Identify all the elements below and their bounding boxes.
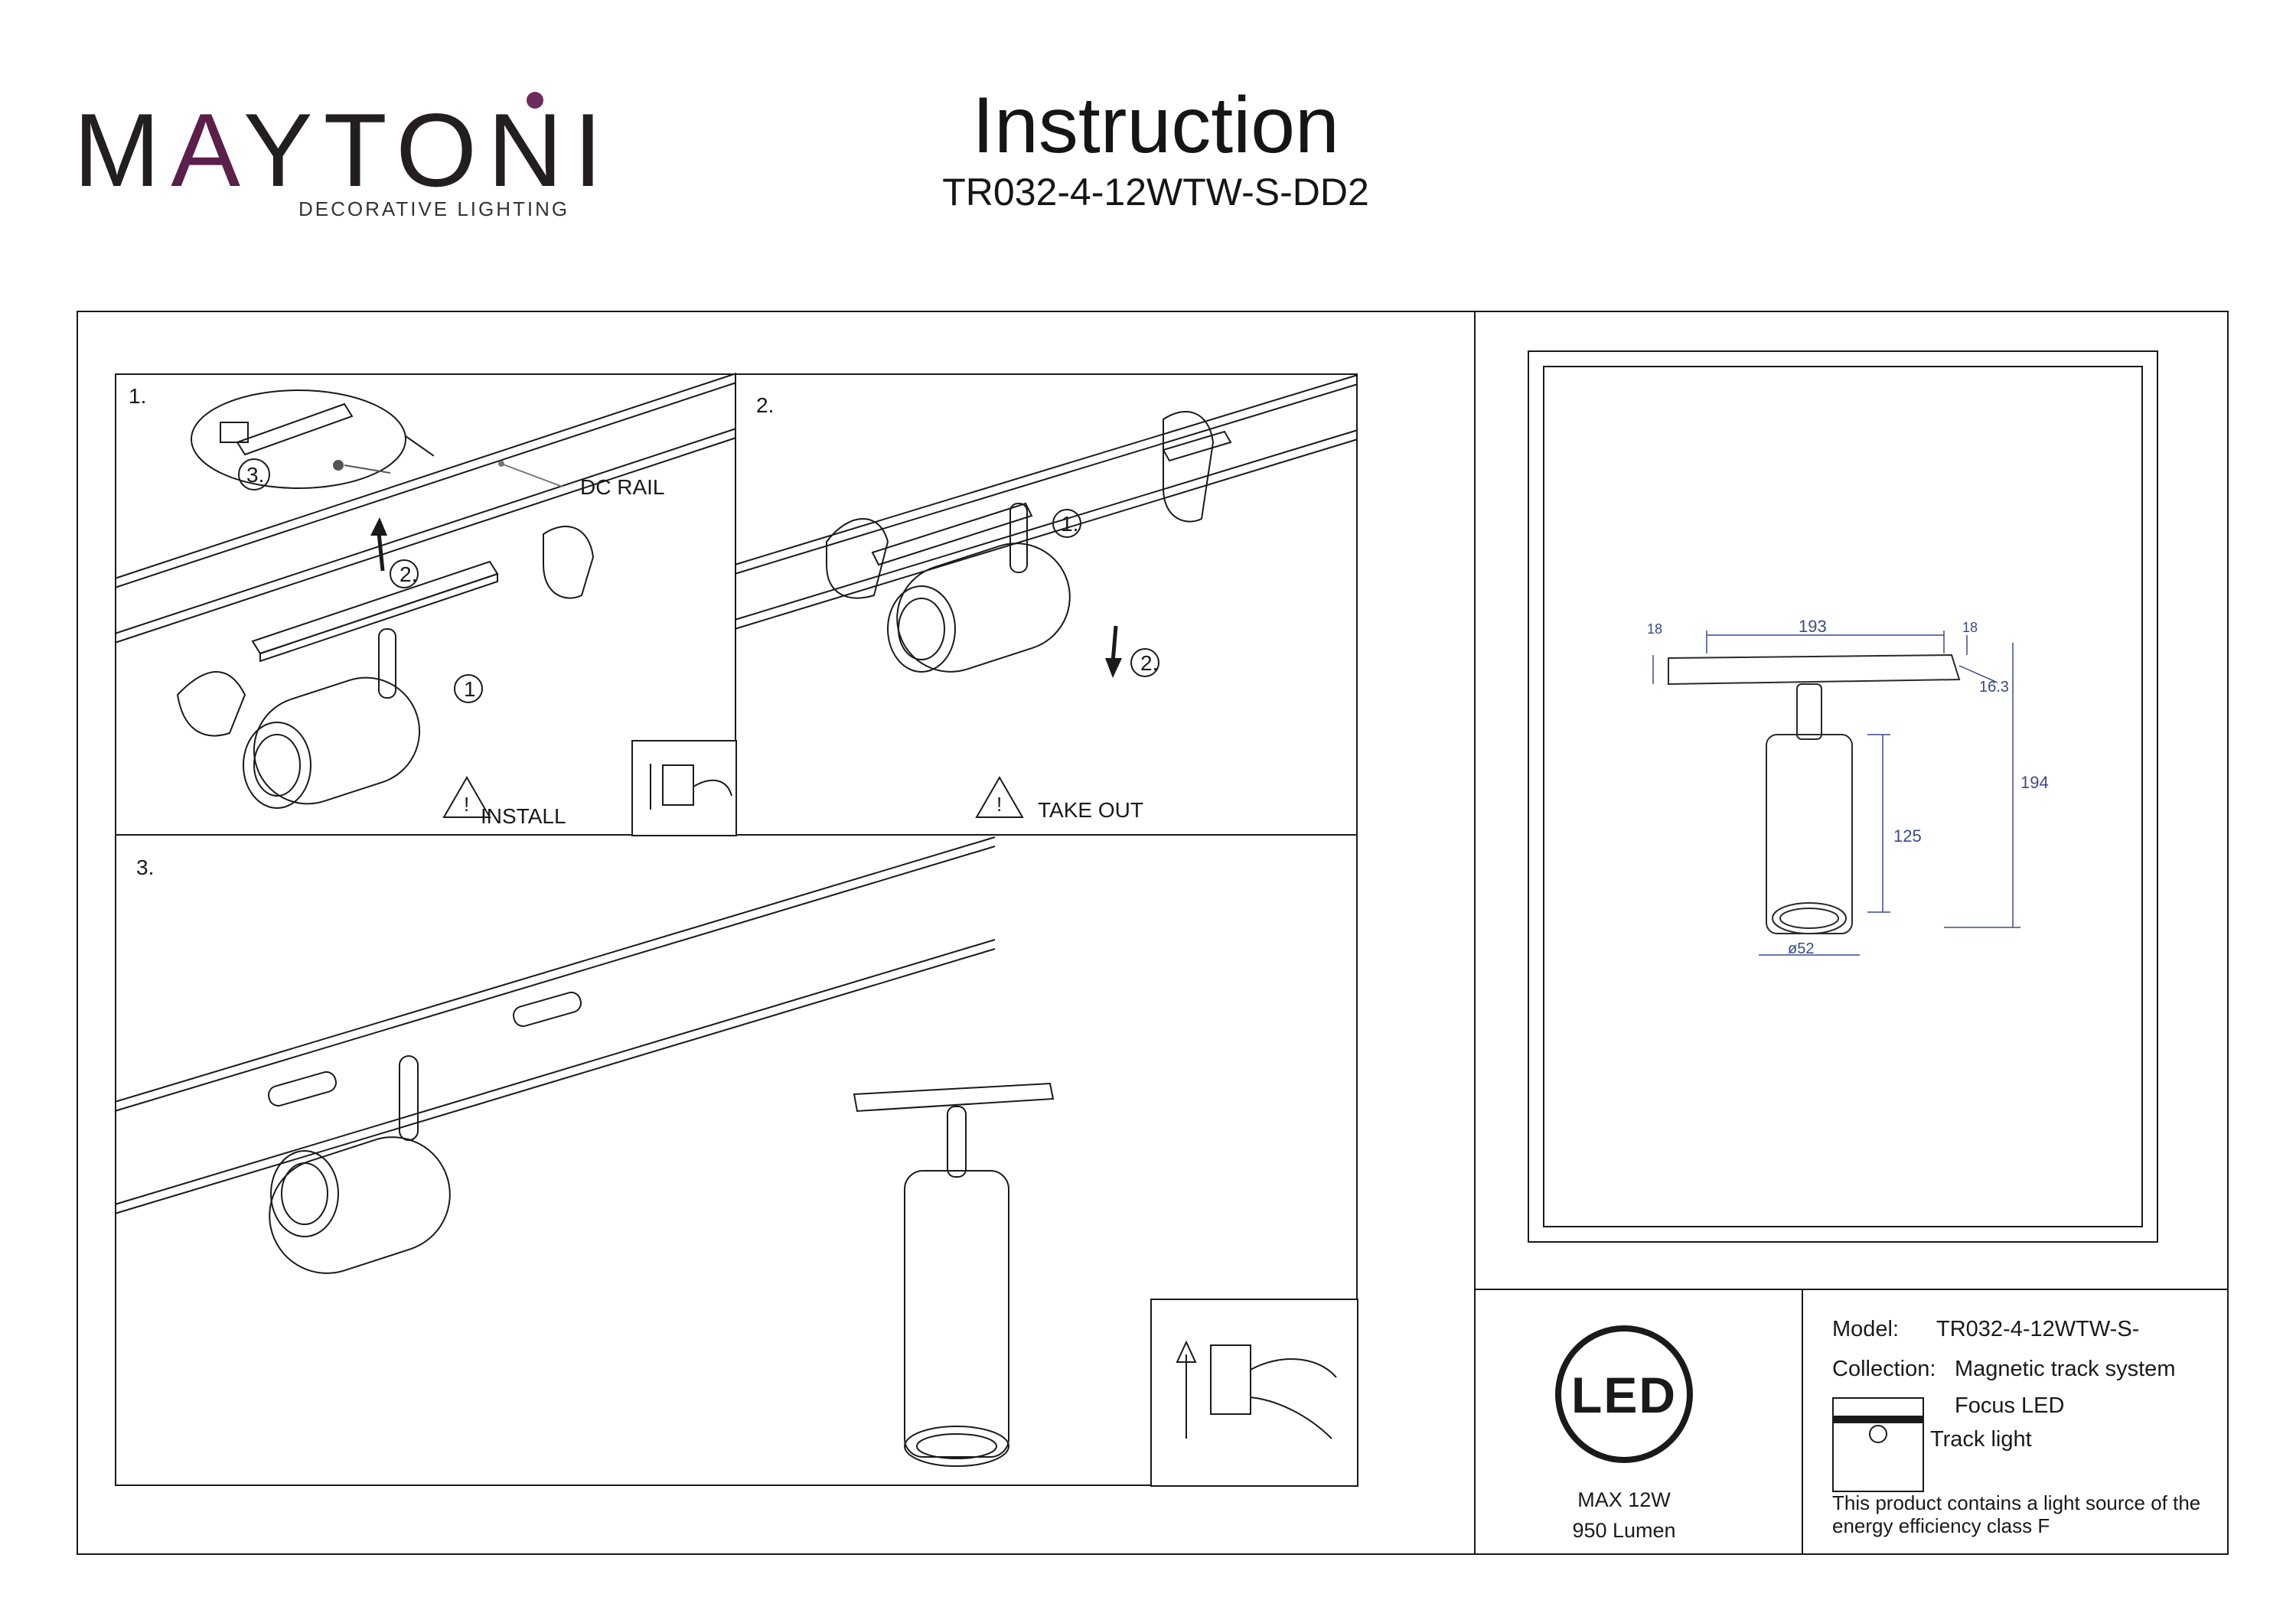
- dimension-outer-frame: [1528, 350, 2158, 1243]
- brand-letter: M: [73, 92, 171, 208]
- energy-note-line-2: energy efficiency class F: [1832, 1514, 2050, 1537]
- power-switch-off-icon: [631, 740, 737, 836]
- brand-tagline: DECORATIVE LIGHTING: [298, 197, 570, 220]
- step-2-drawing: 1. 2. ! TAKE OUT: [734, 374, 1358, 822]
- power-switch-on-icon: [1150, 1299, 1358, 1487]
- brand-letter-accent: A: [171, 92, 243, 208]
- frame-divider-horizontal: [1474, 1289, 2229, 1290]
- frame-divider-vertical: [1474, 311, 1476, 1555]
- page-title: Instruction: [972, 81, 1339, 170]
- dim-end-left: 18: [1647, 621, 1662, 637]
- step-2-callout-2: 2.: [1140, 651, 1158, 675]
- dc-rail-label: DC RAIL: [580, 475, 664, 499]
- dim-depth: 16.3: [1979, 679, 2009, 696]
- dimension-inner-frame: [1543, 366, 2143, 1227]
- model-code: TR032-4-12WTW-S-DD2: [942, 171, 1369, 213]
- brand-letter-i: I: [573, 92, 614, 208]
- step-1-callout-1: 1: [464, 677, 476, 701]
- step-1-number: 1.: [129, 384, 147, 408]
- model-label: Model:: [1832, 1317, 1900, 1341]
- track-light-icon: [1832, 1397, 1924, 1492]
- brand-logo: MAYTONI: [73, 98, 613, 202]
- dim-body-height: 125: [1893, 826, 1922, 846]
- led-power: MAX 12W: [1577, 1488, 1671, 1511]
- collection-label: Collection:: [1832, 1357, 1936, 1381]
- warning-triangle-icon: [975, 775, 1024, 818]
- step-2-number: 2.: [756, 393, 775, 417]
- brand-letters: YTON: [243, 92, 574, 208]
- dim-diameter: ø52: [1788, 940, 1814, 957]
- logo-dot-icon: [527, 92, 543, 109]
- take-out-label: TAKE OUT: [1038, 798, 1143, 822]
- step-2-callout-1: 1.: [1061, 512, 1078, 536]
- step-1-warning-symbol: !: [464, 793, 469, 816]
- dim-total-height: 194: [2020, 773, 2049, 792]
- collection-value-2: Focus LED: [1955, 1393, 2065, 1418]
- model-value: TR032-4-12WTW-S-: [1936, 1317, 2140, 1341]
- warning-triangle-icon: [442, 775, 491, 818]
- led-lumen: 950 Lumen: [1572, 1519, 1676, 1542]
- step-1-callout-2: 2.: [400, 562, 417, 586]
- dim-end-right: 18: [1962, 620, 1978, 635]
- info-divider: [1802, 1289, 1803, 1555]
- energy-note-line-1: This product contains a light source of …: [1832, 1491, 2201, 1514]
- install-label: INSTALL: [481, 804, 566, 828]
- dimension-drawing: 193 18 18 16.3 194 125 ø52: [1647, 617, 2049, 957]
- step-2-warning-symbol: !: [996, 793, 1002, 816]
- step-1-drawing: 2. 1 3. DC RAIL ! INSTALL: [114, 373, 737, 836]
- main-frame: [77, 311, 2229, 1555]
- collection-value: Magnetic track system: [1955, 1357, 2176, 1381]
- step-3-number: 3.: [136, 855, 155, 879]
- dim-width: 193: [1799, 617, 1827, 636]
- led-badge-icon: [1555, 1325, 1693, 1463]
- step-3-drawing: [114, 836, 1358, 1487]
- led-badge-text: LED: [1571, 1367, 1677, 1423]
- step-1-callout-3: 3.: [246, 463, 264, 487]
- product-type: Track light: [1930, 1427, 2032, 1452]
